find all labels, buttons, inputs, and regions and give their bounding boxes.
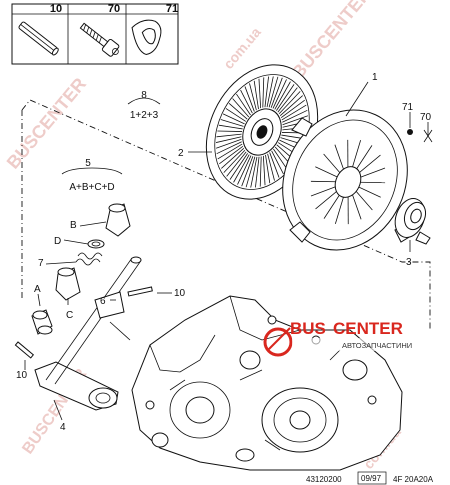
inset-label-10: 10 [50,3,62,15]
inset-label-71: 71 [166,3,178,15]
bushing-c [55,267,81,301]
footer-ref: 4F 20A20A [393,475,434,484]
leader-lines [24,81,429,421]
washer-d [87,239,105,249]
callout-70: 70 [420,112,432,123]
callout-8-sub: 1+2+3 [130,110,159,121]
callout-d: D [54,236,61,247]
callout-8: 8 [141,90,147,101]
callout-5: 5 [85,158,91,169]
watermark-diagonal-top: BUSCENTER [288,0,375,83]
watermark-diagonal-left: BUSCENTER [3,74,90,173]
pin-icon [18,21,59,56]
callout-c: C [66,310,73,321]
pin-10-left [14,341,35,359]
callout-71: 71 [402,102,414,113]
callout-4: 4 [60,422,66,433]
bolt-icon [79,22,120,57]
callout-2: 2 [178,148,184,159]
pin-10-right [127,286,153,297]
spring-7 [75,252,103,266]
clutch-disc [205,64,319,200]
callout-5-sub: A+B+C+D [69,182,114,193]
pressure-plate [282,109,412,251]
bushing-b [105,203,131,237]
small-washer-71 [407,129,413,135]
watermark-url-top: com.ua [220,24,264,72]
footer-code: 43120200 [306,475,342,484]
inset-label-70: 70 [108,3,120,15]
assembly-frame [21,99,431,330]
footer-date: 09/97 [361,474,382,483]
lock-plate-icon [131,19,162,55]
brand-logo: BUS CENTER АВТОЗАПЧАСТИНИ [263,319,428,357]
callout-10-right: 10 [174,288,186,299]
brand-bus: BUS [290,319,326,338]
callout-10-left: 10 [16,370,28,381]
brand-center: CENTER [333,319,403,338]
inset-box: 10 70 71 [11,3,179,65]
callout-6: 6 [100,296,106,307]
brand-tagline: АВТОЗАПЧАСТИНИ [342,341,412,350]
bushing-a [31,309,53,335]
callout-b: B [70,220,77,231]
callouts: 1 2 3 4 5 A+B+C+D 6 7 8 1+2+3 10 10 70 7… [16,72,432,433]
callout-1: 1 [372,72,378,83]
callout-7: 7 [38,258,44,269]
footer-codes: 43120200 09/97 4F 20A20A [306,471,434,485]
callout-3: 3 [406,257,412,268]
callout-a: A [34,284,41,295]
clutch-fork [34,256,142,411]
release-bearing [394,198,431,245]
